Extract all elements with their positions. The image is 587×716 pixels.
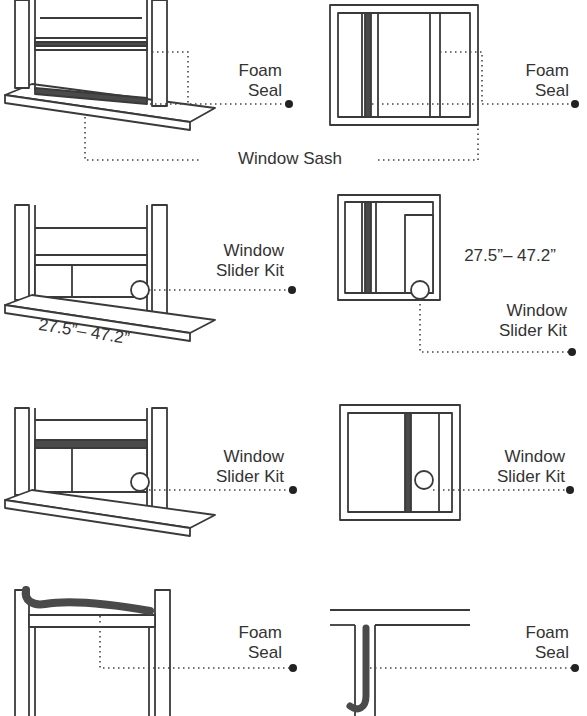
slider-kit-panel — [35, 448, 147, 492]
dimension-label: 27.5”– 47.2” — [452, 246, 568, 266]
slider-window — [330, 5, 478, 125]
sash-gap — [365, 202, 371, 293]
leader-dot — [289, 664, 297, 672]
part-label: Foam Seal — [497, 623, 569, 663]
foam-seal — [365, 13, 371, 117]
foam-install — [330, 610, 470, 716]
part-label: Window Slider Kit — [192, 241, 284, 281]
window-jamb — [15, 590, 29, 716]
sash-stile — [362, 13, 378, 117]
leader-line — [149, 289, 292, 291]
slider-kit-panel — [35, 265, 147, 297]
sash-rail — [35, 38, 147, 50]
part-label: Window Sash — [202, 149, 378, 169]
slider-kit-bar — [35, 440, 147, 448]
sash-rail — [35, 255, 147, 265]
hung-window — [5, 0, 215, 130]
frame-line — [148, 627, 150, 716]
hung-window — [5, 205, 215, 341]
frame-line — [374, 625, 376, 716]
exhaust-hole — [411, 281, 429, 299]
part-label: Window Slider Kit — [468, 447, 565, 487]
window-frame — [338, 195, 440, 300]
window-jamb — [152, 408, 167, 510]
window-sill — [5, 500, 190, 536]
frame-line — [330, 624, 355, 626]
window-jamb — [152, 205, 167, 315]
leader-line — [440, 52, 482, 104]
leader-lines — [85, 52, 575, 668]
frame-line — [330, 609, 470, 611]
frame-rail — [29, 615, 155, 627]
part-label: Foam Seal — [212, 61, 282, 101]
foam-seal — [35, 88, 147, 104]
leader-line — [100, 616, 293, 668]
window-frame — [340, 405, 460, 520]
frame-line — [34, 627, 36, 716]
foam-seal — [350, 628, 366, 709]
glass-line — [40, 17, 142, 19]
leader-dot — [288, 286, 296, 294]
glass-line — [35, 419, 147, 421]
window-jamb — [155, 590, 170, 716]
leader-dot — [571, 664, 579, 672]
foam-seal — [26, 590, 150, 611]
slider-window — [340, 405, 460, 520]
leader-line — [85, 117, 202, 160]
slider-kit-panel — [411, 413, 439, 512]
leader-dot — [571, 100, 579, 108]
part-label: Foam Seal — [212, 623, 282, 663]
window-jamb — [152, 0, 167, 106]
window-jamb — [15, 205, 29, 300]
panel-line — [71, 448, 73, 492]
hung-window — [5, 408, 215, 536]
window-frame — [348, 413, 452, 512]
leader-dot — [568, 348, 576, 356]
leader-line — [370, 667, 575, 669]
panel-line — [71, 265, 73, 297]
sash-gap — [35, 42, 147, 46]
leader-line — [152, 52, 188, 104]
leader-dot — [566, 486, 574, 494]
part-label: Window Slider Kit — [470, 301, 567, 341]
part-label: Foam Seal — [497, 61, 569, 101]
leader-dot — [285, 100, 293, 108]
leader-line — [150, 103, 289, 105]
leader-dot — [289, 486, 297, 494]
part-label: Window Slider Kit — [192, 447, 284, 487]
window-jamb — [15, 408, 29, 495]
slider-window — [338, 195, 440, 300]
foam-install — [15, 590, 170, 716]
window-jamb — [15, 0, 29, 88]
exhaust-hole — [131, 281, 149, 299]
glass-line — [35, 227, 147, 229]
leader-line — [372, 103, 575, 105]
leader-line — [149, 489, 293, 491]
sash-stile — [430, 13, 440, 117]
leader-line — [378, 126, 478, 160]
window-frame — [330, 5, 478, 125]
window-frame — [345, 202, 433, 293]
exhaust-hole — [415, 471, 433, 489]
frame-line — [354, 625, 356, 716]
sash-stile — [362, 202, 376, 293]
leader-dots — [285, 100, 579, 672]
exhaust-hole — [131, 473, 149, 491]
leader-line — [420, 299, 572, 352]
frame-line — [375, 624, 470, 626]
window-frame — [338, 13, 470, 117]
leader-line — [433, 489, 570, 491]
